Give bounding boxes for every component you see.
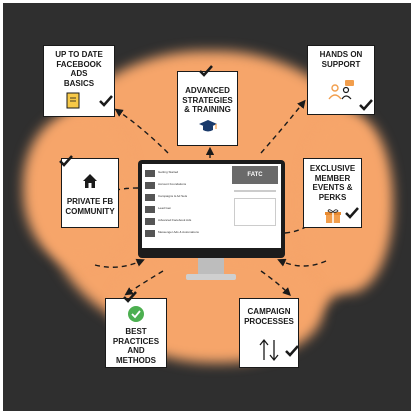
checkmark-icon [345, 207, 359, 219]
arrow-to-ads-basics [114, 108, 169, 154]
monitor-screen: Getting Started Account Foundations Camp… [142, 164, 281, 248]
arrow-to-best-practices [124, 270, 164, 296]
lesson-row: Lead Gen [145, 206, 225, 213]
card-advanced: ADVANCED STRATEGIES & TRAINING [177, 71, 238, 146]
card-events-label: EXCLUSIVE MEMBER EVENTS & PERKS [309, 164, 356, 202]
lesson-title: Lead Gen [158, 206, 172, 210]
monitor: Getting Started Account Foundations Camp… [138, 160, 285, 258]
lesson-title: Campaigns & Ad Sets [158, 194, 188, 198]
lesson-row: Account Foundations [145, 182, 225, 189]
card-events: EXCLUSIVE MEMBER EVENTS & PERKS [303, 158, 362, 228]
up-down-arrows-icon [259, 338, 279, 362]
lesson-row: Advanced Facebook Ads [145, 218, 225, 225]
gift-icon [324, 209, 341, 223]
checkmark-circle-icon [128, 306, 144, 322]
graduation-cap-icon [198, 119, 217, 131]
comment-panel [234, 198, 276, 226]
lesson-row: Messenger Ads & Automations [145, 230, 225, 237]
card-support-label: HANDS ON SUPPORT [319, 50, 363, 69]
document-icon [66, 92, 80, 109]
checkmark-icon [199, 65, 213, 77]
people-chat-icon [328, 80, 354, 100]
checkmark-icon [99, 95, 113, 107]
card-support: HANDS ON SUPPORT [307, 45, 375, 115]
card-best-practices-label: BEST PRACTICES AND METHODS [112, 327, 160, 365]
fatc-badge: FATC [232, 166, 278, 184]
checkmark-icon [285, 345, 299, 357]
card-advanced-label: ADVANCED STRATEGIES & TRAINING [182, 86, 233, 114]
home-icon [83, 174, 97, 188]
card-campaign-label: CAMPAIGN PROCESSES [244, 307, 294, 326]
checkmark-icon [123, 291, 137, 303]
checkmark-icon [59, 155, 73, 167]
arrow-to-campaign [260, 270, 291, 296]
arrow-to-monitor-right [277, 258, 327, 267]
checkmark-icon [359, 99, 373, 111]
arrow-to-community [108, 185, 139, 194]
arrow-to-monitor-left [94, 258, 145, 268]
text-line [234, 190, 276, 192]
card-best-practices: BEST PRACTICES AND METHODS [105, 298, 167, 368]
card-community-label: PRIVATE FB COMMUNITY [65, 197, 115, 216]
card-ads-basics-label: UP TO DATE FACEBOOK ADS BASICS [55, 50, 103, 88]
card-community: PRIVATE FB COMMUNITY [61, 158, 119, 228]
monitor-base [186, 274, 236, 280]
lesson-title: Account Foundations [158, 182, 187, 186]
lesson-title: Messenger Ads & Automations [158, 230, 199, 234]
lesson-title: Advanced Facebook Ads [158, 218, 192, 222]
lesson-row: Getting Started [145, 170, 225, 177]
lesson-row: Campaigns & Ad Sets [145, 194, 225, 201]
arrow-to-support [260, 99, 306, 154]
lesson-title: Getting Started [158, 170, 179, 174]
card-campaign: CAMPAIGN PROCESSES [239, 298, 299, 368]
monitor-stand [198, 258, 224, 276]
